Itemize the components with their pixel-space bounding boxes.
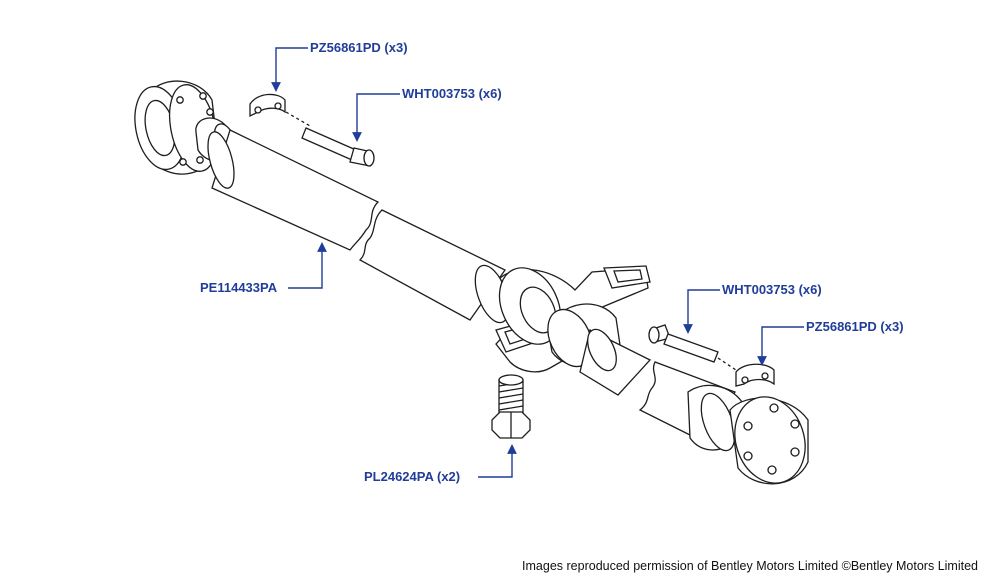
copyright-credit: Images reproduced permission of Bentley … bbox=[522, 559, 978, 573]
rear-flange-coupling bbox=[687, 384, 809, 485]
yoke-clamp-top bbox=[249, 93, 286, 118]
front-shaft-tube bbox=[207, 129, 380, 251]
callout-bearing-bolt: PL24624PA (x2) bbox=[364, 469, 461, 484]
bolt-top bbox=[301, 127, 375, 167]
leader-bolt-right bbox=[683, 289, 720, 334]
front-flange-coupling bbox=[134, 80, 239, 175]
leader-bolt-top bbox=[352, 93, 400, 142]
bolt-right bbox=[648, 324, 719, 363]
callout-leaders bbox=[271, 47, 804, 478]
yoke-clamp-right bbox=[735, 363, 775, 387]
callout-bolt-top: WHT003753 (x6) bbox=[402, 86, 502, 101]
callout-propshaft: PE114433PA bbox=[200, 280, 278, 295]
callout-yoke-clamp-right: PZ56861PD (x3) bbox=[806, 319, 904, 334]
bearing-bolt bbox=[491, 374, 531, 439]
leader-yoke-clamp-top bbox=[271, 47, 308, 92]
callout-bolt-right: WHT003753 (x6) bbox=[722, 282, 822, 297]
callout-yoke-clamp-top: PZ56861PD (x3) bbox=[310, 40, 408, 55]
leader-propshaft bbox=[288, 242, 327, 289]
leader-bearing-bolt bbox=[478, 444, 517, 478]
leader-yoke-clamp-right bbox=[757, 326, 804, 366]
rear-shaft-tube bbox=[358, 209, 510, 324]
